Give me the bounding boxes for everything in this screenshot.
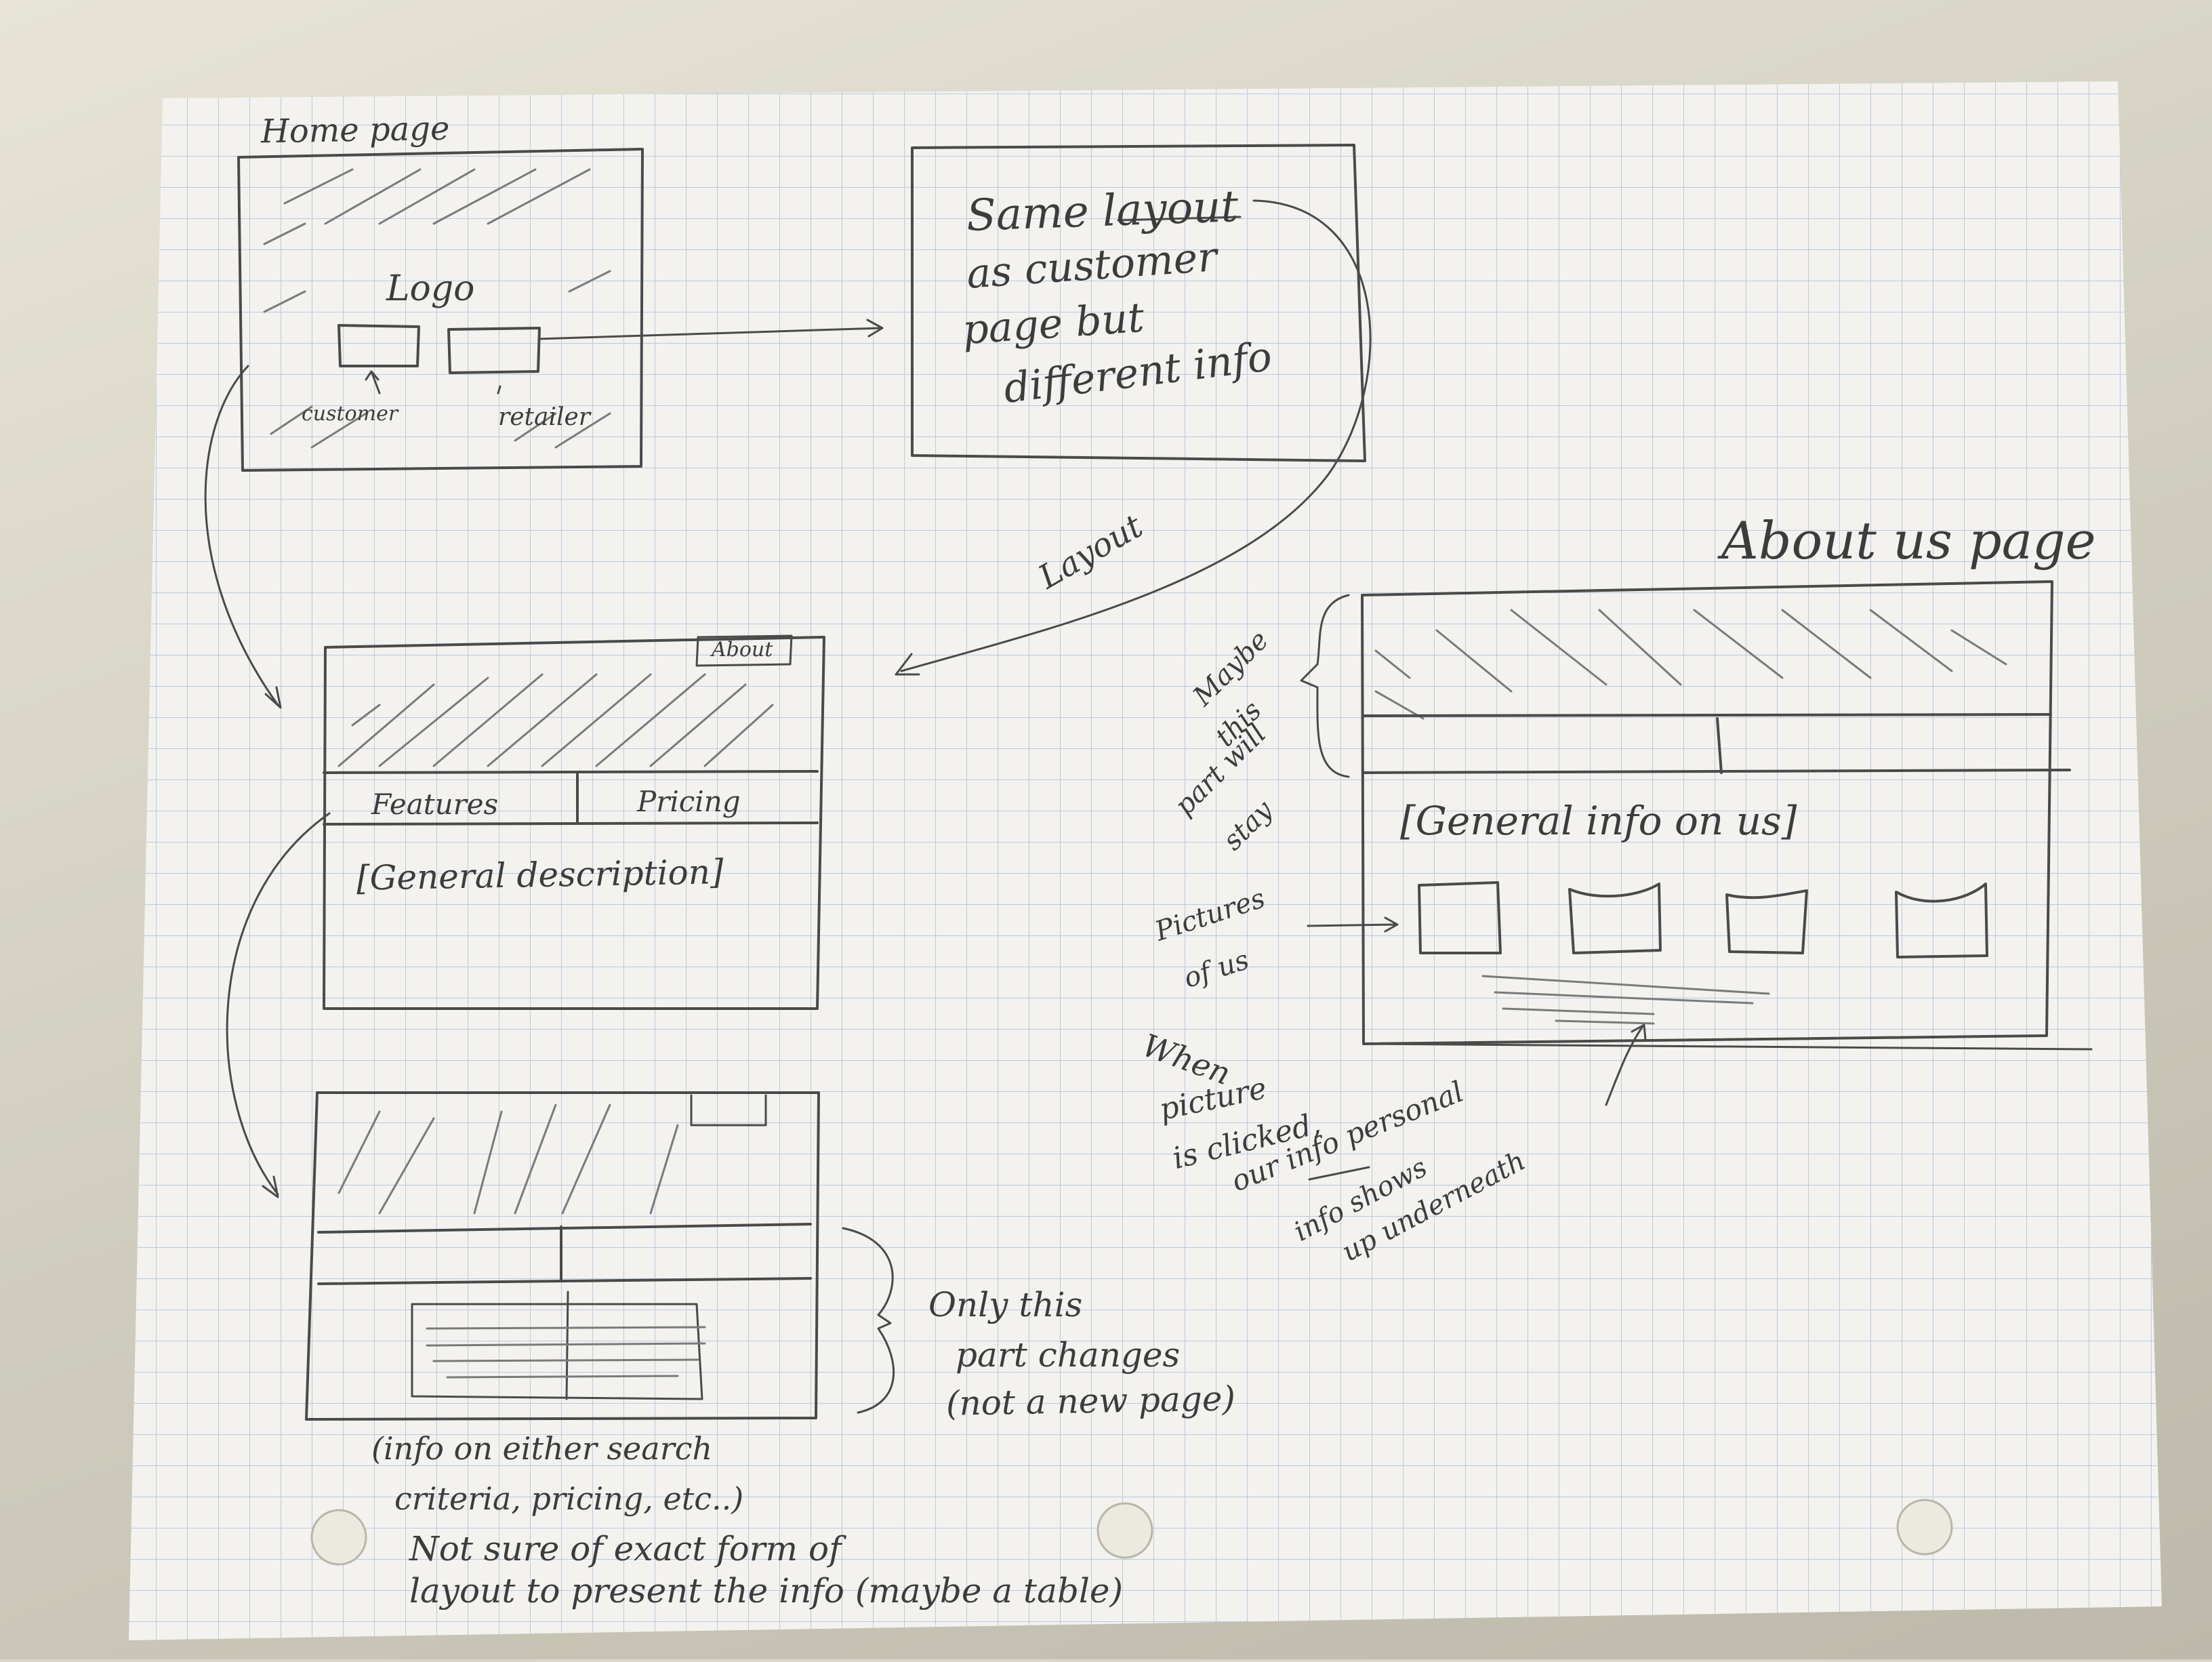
table-page-sketch [305, 1091, 895, 1421]
caption-line-3: Not sure of exact form of [409, 1529, 842, 1568]
only-this-note: Only this [928, 1285, 1083, 1324]
customer-button-sketch [337, 324, 420, 367]
caption-line-1: (info on either search [371, 1430, 713, 1467]
strikethrough-mark [1308, 1166, 1370, 1181]
tab-features: Features [371, 788, 499, 821]
caption-line-4: layout to present the info (maybe a tabl… [409, 1571, 1124, 1610]
home-logo-text: Logo [386, 268, 475, 309]
customer-label: customer [302, 402, 398, 426]
tab-pricing: Pricing [637, 785, 741, 818]
not-new-page-note: (not a new page) [945, 1379, 1236, 1423]
about-page-sketch [1300, 580, 2093, 1106]
picture-frame-3 [1725, 889, 1808, 954]
part-changes-note: part changes [956, 1335, 1181, 1375]
general-info-text: [General info on us] [1400, 798, 1797, 844]
picture-frame-1 [1418, 881, 1502, 954]
punch-hole-right [1896, 1499, 1953, 1556]
picture-frame-2 [1568, 883, 1662, 954]
punch-hole-left [310, 1509, 367, 1566]
retailer-page-sketch [895, 144, 1372, 676]
about-button-sketch-label: About [712, 638, 773, 662]
punch-hole-middle [1097, 1502, 1153, 1559]
home-page-sketch [237, 148, 884, 472]
caption-line-2: criteria, pricing, etc..) [394, 1480, 744, 1517]
customer-page-sketch [323, 634, 825, 1010]
retailer-button-sketch [447, 327, 541, 374]
retailer-text-line-1: Same layout [965, 182, 1240, 241]
about-page-title: About us page [1721, 510, 2096, 571]
retailer-text-line-3: page but [960, 293, 1146, 354]
general-description: [General description] [356, 852, 724, 898]
picture-frame-4 [1895, 883, 1988, 958]
home-page-title: Home page [260, 109, 450, 151]
retailer-label: retailer [498, 403, 590, 431]
